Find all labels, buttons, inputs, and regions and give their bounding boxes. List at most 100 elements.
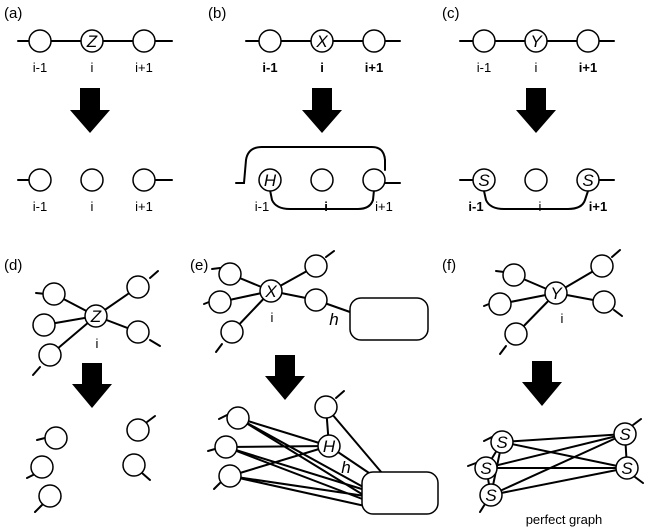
panel-d-before: Z i [32,270,161,376]
node-i-plus-1 [362,29,386,53]
node-h [258,168,282,192]
panel-a-before: Z i-1 i i+1 [17,29,173,75]
stub-edge [499,345,507,355]
edge [501,441,628,469]
node-z [84,304,108,328]
node-z-letter: Z [86,32,98,51]
edge [325,406,383,474]
neighbor-node [44,426,68,450]
node-h [317,434,341,458]
node-s-letter: S [582,171,594,190]
node-z-letter: Z [90,307,102,326]
label-i-plus-1: i+1 [375,199,393,214]
edge [229,475,366,497]
label-i-plus-1: i+1 [365,60,383,75]
subgraph-box [349,297,429,341]
neighbor-node-h [304,288,328,312]
panel-c-before: Y i-1 i i+1 [459,29,615,75]
edge-h-label: h [341,458,350,477]
node-y-letter: Y [550,284,563,303]
node-x-letter: X [264,282,277,301]
node-s [479,483,503,507]
label-i: i [91,199,94,214]
edge [490,433,626,496]
stub-edge [215,343,223,353]
neighbor-node [38,343,62,367]
node-s-letter: S [621,459,633,478]
node-y [524,29,548,53]
stub-edge [335,390,345,399]
edge [490,467,628,496]
neighbor-node [218,464,242,488]
panel-c: (c) Y i-1 i i+1 S S i-1 i i+1 [442,5,615,214]
neighbor-node [218,262,242,286]
subgraph-box [361,471,439,515]
label-i: i [535,60,538,75]
label-i: i [539,199,542,214]
neighbor-node [38,484,62,508]
label-i-minus-1: i-1 [33,199,47,214]
panel-b-before: X i-1 i i+1 [245,29,401,75]
stub-edge [325,250,335,258]
stub-edge [218,414,228,420]
neighbor-node [126,418,150,442]
stub-edge [149,339,161,347]
panel-d: (d) Z i [4,257,161,513]
panel-e-after: H h [207,390,439,515]
edge [225,446,366,491]
neighbor-node [42,282,66,306]
down-arrow [516,88,556,133]
neighbor-node [122,453,146,477]
stub-edge [613,309,623,317]
panel-c-label: (c) [442,5,460,22]
label-i-minus-1: i-1 [255,199,269,214]
node-x-letter: X [315,32,328,51]
node-s-letter: S [478,171,490,190]
neighbor-node [208,290,232,314]
neighbor-node [214,435,238,459]
neighbor-node [226,406,250,430]
node-i-plus-1 [576,29,600,53]
label-i: i [96,336,99,351]
panel-f-after: S S S S S perfect graph [467,418,644,527]
label-i: i [271,310,274,325]
edge [237,417,330,447]
label-i-minus-1: i-1 [262,60,277,75]
panel-a: (a) Z i-1 i i+1 i-1 i i+1 [4,5,173,214]
neighbor-node [32,313,56,337]
stub-edge [213,482,221,490]
panel-a-label: (a) [4,5,22,22]
stub-edge [611,249,621,258]
neighbor-node [314,395,338,419]
label-i-minus-1: i-1 [33,60,47,75]
stub-edge [483,303,490,307]
stub-edge [467,462,477,467]
edge-h-label: h [329,310,338,329]
node-i [310,168,334,192]
panel-b-after: H i-1 i i+1 [235,146,401,214]
neighbor-node [488,292,512,316]
stub-edge [632,418,642,426]
label-i-minus-1: i-1 [477,60,491,75]
node-z [80,29,104,53]
down-arrow [302,88,342,133]
node-s-right [576,168,600,192]
neighbor-node [590,254,614,278]
panel-d-after [26,415,156,513]
panel-f-label: (f) [442,257,456,274]
node-i-minus-1 [28,168,52,192]
node-s [474,456,498,480]
node-s [490,430,514,454]
node-i-minus-1 [472,29,496,53]
down-arrow [72,363,112,408]
panel-d-label: (d) [4,257,22,274]
label-i-plus-1: i+1 [135,60,153,75]
top-bridge-edge [235,146,386,184]
node-x [259,279,283,303]
edge [229,475,366,507]
label-i: i [561,311,564,326]
panel-e-label: (e) [190,257,208,274]
bridge-edge [483,190,589,210]
node-h-letter: H [264,171,277,190]
panel-e-before: X i h [203,250,429,353]
